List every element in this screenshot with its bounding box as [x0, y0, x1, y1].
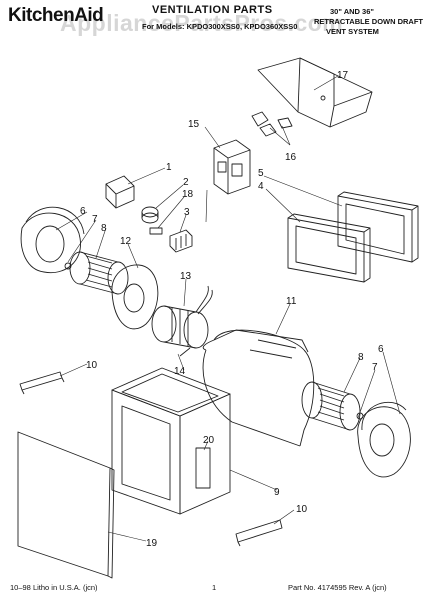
part-6-fan-housing-right — [357, 401, 411, 478]
callout-8-right: 8 — [358, 352, 364, 363]
callout-4: 4 — [258, 181, 264, 192]
part-11-housing-wrapper — [202, 329, 315, 447]
callout-18: 18 — [182, 189, 194, 200]
part-9-blower-box — [111, 367, 231, 515]
callout-7: 7 — [92, 214, 98, 225]
part-8-blower-wheel-left — [64, 251, 129, 295]
callout-16: 16 — [285, 152, 297, 163]
callout-19: 19 — [146, 538, 158, 549]
part-12-motor-plate — [111, 264, 159, 330]
page-number: 1 — [212, 583, 217, 592]
leader-lines — [55, 75, 401, 542]
part-16-clips — [251, 111, 293, 137]
callout-7-right: 7 — [372, 362, 378, 373]
callout-labels: 1 2 3 4 5 6 7 8 9 10 11 12 13 14 15 16 1… — [80, 70, 384, 549]
part-5-duct-transition — [337, 191, 419, 263]
page-title: VENTILATION PARTS — [152, 4, 273, 16]
part-4-duct-transition — [287, 213, 371, 283]
callout-6-right: 6 — [378, 344, 384, 355]
part-19-cover-plate — [17, 431, 115, 579]
callout-1: 1 — [166, 162, 172, 173]
callout-11: 11 — [286, 296, 297, 307]
description-line-2: RETRACTABLE DOWN DRAFT — [314, 17, 424, 26]
callout-13: 13 — [180, 271, 192, 282]
callout-14: 14 — [174, 366, 186, 377]
callout-9: 9 — [274, 487, 280, 498]
part-6-fan-housing-left — [20, 206, 85, 274]
callout-10-right: 10 — [296, 504, 308, 515]
part-18-terminal — [149, 227, 163, 235]
part-2-capacitor — [141, 206, 159, 224]
callout-6: 6 — [80, 206, 86, 217]
part-10-bracket-left — [19, 371, 65, 395]
model-numbers: For Models: KPDO300XSS0, KPDO360XSS0 — [142, 22, 298, 31]
callout-15: 15 — [188, 119, 200, 130]
part-13-motor — [151, 285, 213, 357]
callout-5: 5 — [258, 168, 264, 179]
part-1-switch — [105, 175, 135, 209]
part-17-top-bracket — [257, 57, 373, 128]
footer-litho: 10–98 Litho in U.S.A. (jcn) — [10, 583, 98, 592]
callout-3: 3 — [184, 207, 190, 218]
part-10-bracket-right — [235, 519, 283, 547]
callout-8: 8 — [101, 223, 107, 234]
footer-part-number: Part No. 4174595 Rev. A (jcn) — [288, 583, 387, 592]
description-line-3: VENT SYSTEM — [326, 27, 379, 36]
callout-20: 20 — [203, 435, 215, 446]
callout-12: 12 — [120, 236, 132, 247]
description-line-1: 30" AND 36" — [330, 7, 374, 16]
brand-logo: KitchenAid — [8, 5, 104, 26]
part-3-terminal-block — [169, 229, 193, 253]
part-8-blower-wheel-right — [301, 381, 364, 431]
watermark: AppliancePartsPros.com — [60, 10, 344, 36]
callout-2: 2 — [183, 177, 189, 188]
callout-10: 10 — [86, 360, 98, 371]
callout-17: 17 — [337, 70, 349, 81]
part-15-switch-box — [213, 139, 251, 195]
